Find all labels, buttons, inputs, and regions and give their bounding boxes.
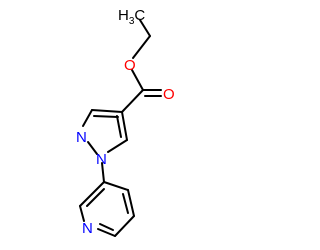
bond-ch2-o [132,35,151,59]
ester-oxygen-label: O [124,57,136,74]
bond-py-c3-c4 [103,181,129,191]
bond-py-c4-c5 [127,189,135,217]
pyridine-n-label: N [82,220,93,237]
bond-py-c2-c3 [79,181,105,207]
pyrazole-n2-label: N [76,129,87,146]
bond-n1-c5 [107,139,128,153]
bond-c5-c4 [121,111,128,141]
bond-c5-c4-inner [116,115,122,138]
bond-py-c6-n [97,228,116,237]
bond-c3-n2 [82,109,93,127]
bond-c4-c3 [91,109,123,113]
bond-ch3-ch2 [139,19,151,37]
bond-py-c4-c5-inner [122,193,129,214]
bond-n2-n1 [87,141,98,155]
carbonyl-oxygen-label: O [163,86,175,103]
pyrazole-n1-label: N [96,151,107,168]
bond-py-c5-c6 [114,215,135,237]
molecule-diagram: H3C O O N N N [76,7,175,237]
bond-c4-c3-inner [93,115,119,118]
bond-o-carbonyl-c [131,69,144,91]
methyl-label: H3C [118,7,145,27]
bonds [79,19,162,237]
bond-n1-pyridine [101,162,105,183]
bond-py-n-c2 [79,205,85,222]
bond-py-c6-n-inner [99,223,114,231]
bond-carbonyl-c4 [121,89,144,113]
molecule-structure: H3C O O N N N [76,7,175,237]
bond-py-c2-c3-inner [86,188,105,207]
